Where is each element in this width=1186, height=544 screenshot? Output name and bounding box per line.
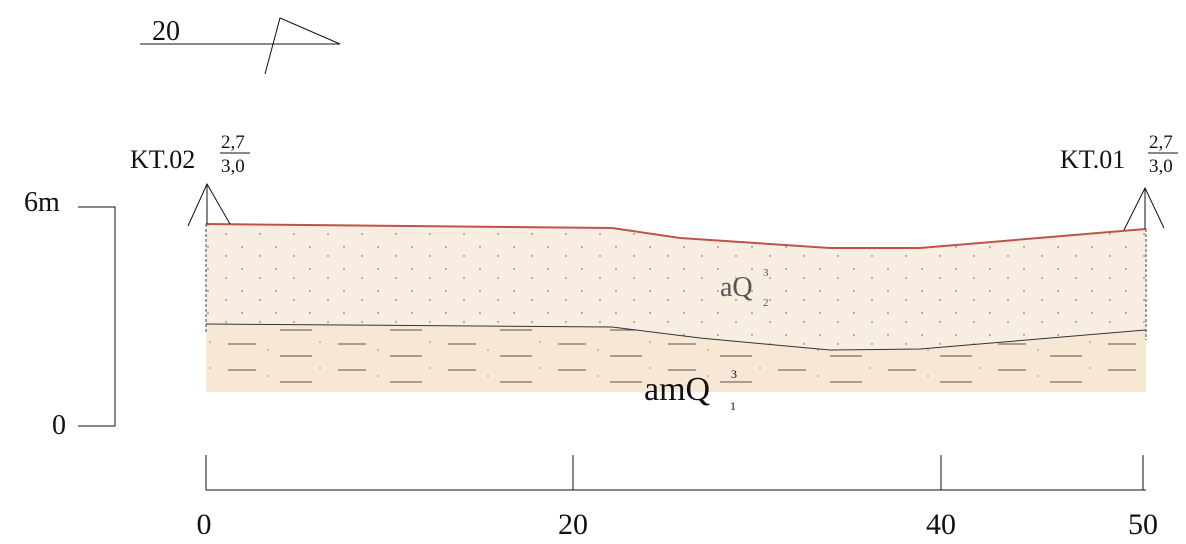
layer-aq-sup: 3 bbox=[763, 267, 769, 279]
borehole-kt01-bottom: 3,0 bbox=[1149, 156, 1173, 177]
borehole-kt02-bottom: 3,0 bbox=[221, 156, 245, 177]
layer-amq-sub: 1 bbox=[730, 399, 736, 413]
compass-symbol: 20 bbox=[140, 16, 341, 75]
borehole-kt01-label: KT.01 2,7 3,0 bbox=[1060, 132, 1178, 177]
vertical-scale-bracket bbox=[78, 206, 116, 427]
ground-surface-line bbox=[205, 223, 1147, 249]
layer-aq-sub: 2 bbox=[763, 297, 769, 309]
borehole-kt01-name: KT.01 bbox=[1060, 145, 1125, 174]
layer-amq-hatch bbox=[206, 324, 1146, 392]
horizontal-tick-label-50: 50 bbox=[1128, 508, 1158, 541]
vertical-scale-top-label: 6m bbox=[24, 187, 60, 218]
layer-amq-base: amQ bbox=[644, 371, 710, 408]
layer-aq-hatch bbox=[206, 224, 1146, 350]
layer-aq-base: aQ bbox=[720, 272, 753, 303]
layer-amq-sup: 3 bbox=[731, 367, 737, 381]
horizontal-tick-label-40: 40 bbox=[926, 508, 956, 541]
compass-scale-label: 20 bbox=[152, 16, 180, 47]
vertical-scale: 6m 0 bbox=[24, 187, 116, 441]
vertical-scale-bottom-label: 0 bbox=[52, 410, 66, 441]
layer-aq-label: aQ 3 2 bbox=[720, 267, 769, 309]
horizontal-tick-label-20: 20 bbox=[558, 508, 588, 541]
borehole-kt02-icon bbox=[187, 182, 231, 227]
borehole-kt02-name: KT.02 bbox=[130, 145, 195, 174]
borehole-kt02-label: KT.02 2,7 3,0 bbox=[130, 132, 250, 177]
layer-amq-label: amQ 3 1 bbox=[644, 367, 737, 413]
borehole-kt02-top: 2,7 bbox=[221, 132, 245, 153]
horizontal-scale: 0 20 40 50 bbox=[197, 455, 1158, 541]
borehole-kt01-top: 2,7 bbox=[1149, 132, 1173, 153]
borehole-kt01-icon bbox=[1123, 186, 1165, 231]
horizontal-tick-label-0: 0 bbox=[197, 508, 212, 541]
layer-boundary-line bbox=[205, 323, 1147, 351]
north-arrow-icon bbox=[264, 17, 341, 75]
